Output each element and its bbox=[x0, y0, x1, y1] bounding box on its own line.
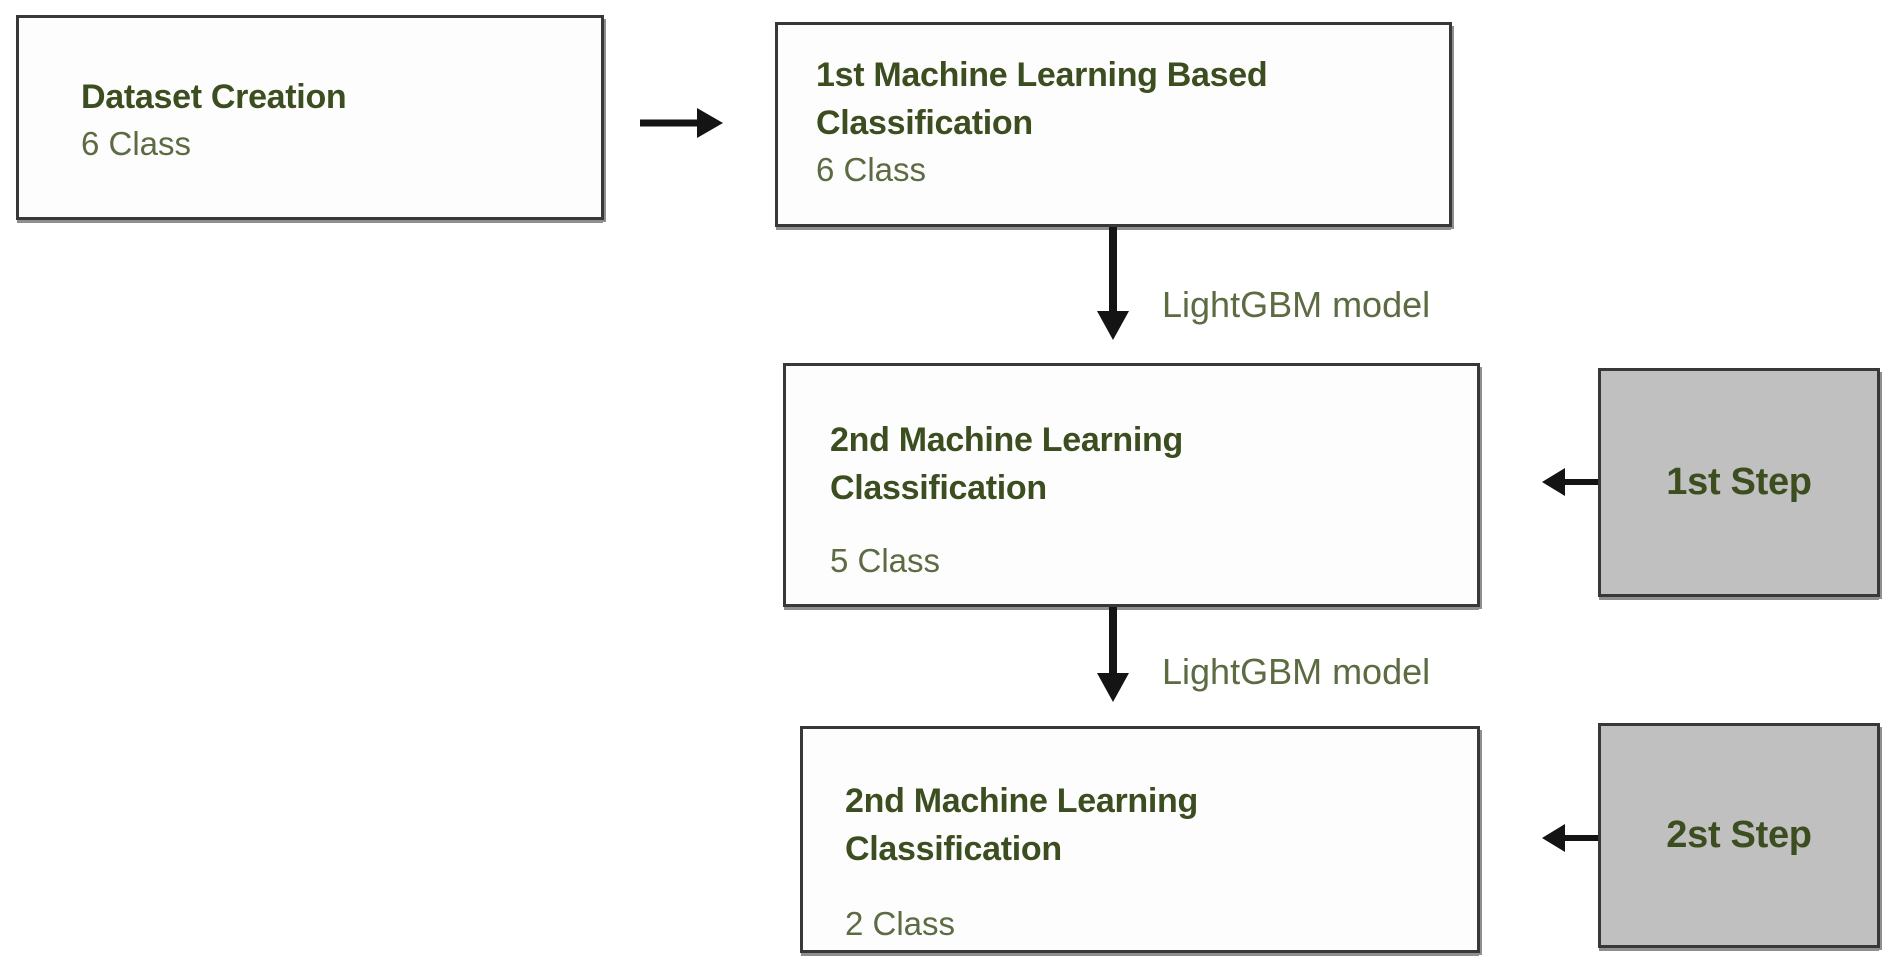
edge-label-lightgbm-2: LightGBM model bbox=[1162, 651, 1431, 692]
node-subtitle: 6 Class bbox=[816, 151, 927, 188]
node-subtitle: 5 Class bbox=[830, 542, 941, 579]
node-title-line: Classification bbox=[830, 469, 1047, 507]
node-title-line: Classification bbox=[816, 104, 1033, 142]
node-title: Dataset Creation bbox=[81, 73, 591, 121]
arrow-right-icon bbox=[640, 108, 723, 138]
node-second-ml-classification-2class: 2nd Machine Learning Classification 2 Cl… bbox=[800, 726, 1480, 953]
node-second-ml-classification-5class: 2nd Machine Learning Classification 5 Cl… bbox=[783, 363, 1480, 607]
node-subtitle: 2 Class bbox=[845, 905, 956, 942]
node-title-line: Classification bbox=[845, 830, 1062, 868]
arrow-down-icon bbox=[1097, 227, 1129, 340]
node-title-line: 1st Machine Learning Based bbox=[816, 56, 1268, 94]
node-title-line: 2nd Machine Learning bbox=[830, 421, 1183, 459]
arrow-left-icon bbox=[1542, 824, 1598, 852]
node-subtitle: 6 Class bbox=[81, 125, 192, 162]
edge-label-lightgbm-1: LightGBM model bbox=[1162, 284, 1431, 325]
arrow-down-icon bbox=[1097, 607, 1129, 702]
node-title: 1st Machine Learning Based Classificatio… bbox=[816, 51, 1439, 147]
node-dataset-creation: Dataset Creation 6 Class bbox=[16, 15, 604, 220]
node-step-2: 2st Step bbox=[1598, 723, 1880, 948]
node-title: 2nd Machine Learning Classification bbox=[845, 777, 1467, 873]
step-label: 2st Step bbox=[1666, 814, 1812, 856]
node-step-1: 1st Step bbox=[1598, 368, 1880, 597]
node-title: 2nd Machine Learning Classification bbox=[830, 416, 1467, 512]
step-label: 1st Step bbox=[1666, 461, 1812, 503]
node-title-line: Dataset Creation bbox=[81, 78, 347, 116]
node-title-line: 2nd Machine Learning bbox=[845, 782, 1198, 820]
node-first-ml-based-classification: 1st Machine Learning Based Classificatio… bbox=[775, 22, 1452, 227]
arrow-left-icon bbox=[1542, 468, 1598, 496]
